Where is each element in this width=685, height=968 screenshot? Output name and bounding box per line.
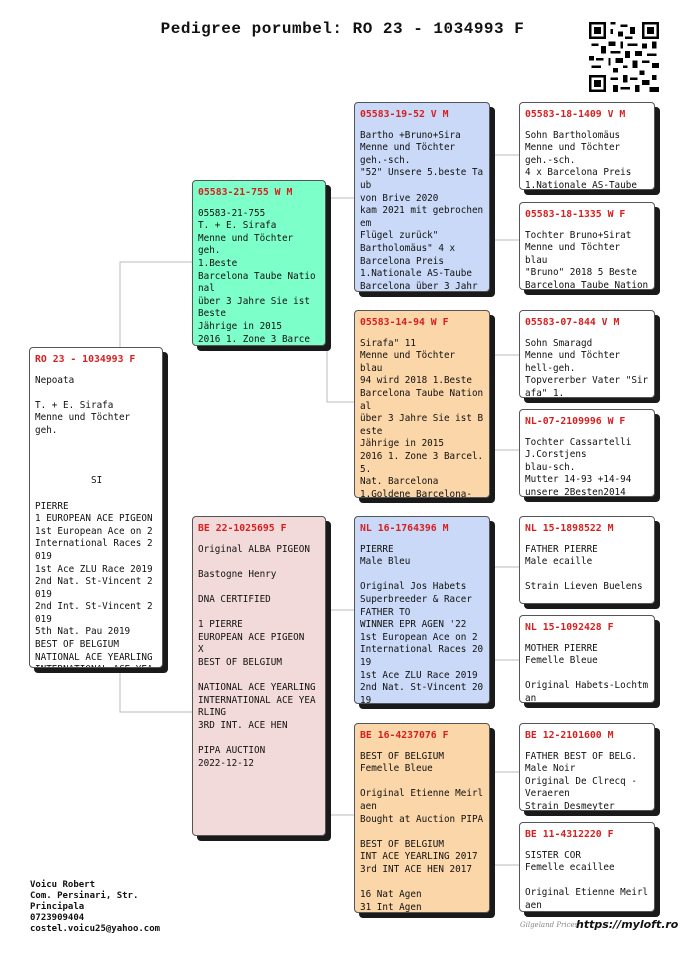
ring-number: 05583-14-94 W F — [360, 317, 449, 328]
pigeon-details: Nepoata T. + E. Sirafa Menne und Töchter… — [35, 374, 153, 667]
dam-dam-sire-card[interactable]: BE 12-2101600 M FATHER BEST OF BELG. Mal… — [519, 723, 655, 811]
qr-code-icon — [589, 22, 659, 92]
ring-number: 05583-21-755 W M — [198, 187, 293, 198]
dam-sire-sire-card[interactable]: NL 15-1898522 M FATHER PIERRE Male ecail… — [519, 516, 655, 604]
pigeon-details: Tochter Bruno+Sirat Menne und Töchter bl… — [525, 229, 649, 290]
site-link[interactable]: https://myloft.ro — [576, 918, 679, 931]
pigeon-details: PIERRE Male Bleu Original Jos Habets Sup… — [360, 543, 484, 704]
dam-dam-dam-card[interactable]: BE 11-4312220 F SISTER COR Femelle ecail… — [519, 822, 655, 912]
pigeon-details: Sohn Smaragd Menne und Töchter hell-geh.… — [525, 337, 649, 398]
pigeon-details: Sohn Bartholomäus Menne und Töchter geh.… — [525, 129, 637, 190]
owner-email: costel.voicu25@yahoo.com — [30, 924, 161, 934]
ring-number: 05583-19-52 V M — [360, 109, 449, 120]
signature-logo: Gilgeland Prices — [520, 921, 579, 929]
owner-address: Com. Persinari, Str. Principala — [30, 891, 139, 912]
dam-sire-dam-card[interactable]: NL 15-1092428 F MOTHER PIERRE Femelle Bl… — [519, 615, 655, 703]
pigeon-details: BEST OF BELGIUM Femelle Bleue Original E… — [360, 750, 484, 913]
owner-name: Voicu Robert — [30, 880, 96, 890]
pigeon-details: Sirafa" 11 Menne und Töchter blau 94 wir… — [360, 337, 484, 498]
dam-card[interactable]: BE 22-1025695 F Original ALBA PIGEON Bas… — [192, 516, 326, 836]
pigeon-details: 05583-21-755 T. + E. Sirafa Menne und Tö… — [198, 207, 316, 345]
main-pigeon-card[interactable]: RO 23 - 1034993 F Nepoata T. + E. Sirafa… — [29, 347, 163, 668]
owner-phone: 0723909404 — [30, 913, 85, 923]
pigeon-details: Tochter Cassartelli J.Corstjens blau-sch… — [525, 436, 632, 497]
ring-number: NL 16-1764396 M — [360, 523, 449, 534]
ring-number: 05583-18-1409 V M — [525, 109, 626, 120]
sire-sire-card[interactable]: 05583-19-52 V M Bartho +Bruno+Sira Menne… — [354, 102, 490, 292]
pigeon-details: FATHER BEST OF BELG. Male Noir Original … — [525, 750, 637, 811]
pigeon-details: Original ALBA PIGEON Bastogne Henry DNA … — [198, 543, 316, 769]
dam-sire-card[interactable]: NL 16-1764396 M PIERRE Male Bleu Origina… — [354, 516, 490, 704]
sire-card[interactable]: 05583-21-755 W M 05583-21-755 T. + E. Si… — [192, 180, 326, 346]
ring-number: BE 22-1025695 F — [198, 523, 287, 534]
ring-number: BE 16-4237076 F — [360, 730, 449, 741]
ring-number: NL 15-1898522 M — [525, 523, 614, 534]
owner-info: Voicu Robert Com. Persinari, Str. Princi… — [30, 880, 160, 935]
pigeon-details: SISTER COR Femelle ecaillee Original Eti… — [525, 849, 649, 911]
ring-number: BE 12-2101600 M — [525, 730, 614, 741]
ring-number: 05583-18-1335 W F — [525, 209, 626, 220]
pigeon-details: MOTHER PIERRE Femelle Bleue Original Hab… — [525, 642, 649, 703]
sire-sire-sire-card[interactable]: 05583-18-1409 V M Sohn Bartholomäus Menn… — [519, 102, 655, 190]
ring-number: RO 23 - 1034993 F — [35, 354, 136, 365]
sire-dam-sire-card[interactable]: 05583-07-844 V M Sohn Smaragd Menne und … — [519, 310, 655, 398]
ring-number: NL 15-1092428 F — [525, 622, 614, 633]
page-title: Pedigree porumbel: RO 23 - 1034993 F — [160, 20, 525, 38]
ring-number: 05583-07-844 V M — [525, 317, 620, 328]
ring-number: BE 11-4312220 F — [525, 829, 614, 840]
pigeon-details: Bartho +Bruno+Sira Menne und Töchter geh… — [360, 129, 484, 292]
sire-sire-dam-card[interactable]: 05583-18-1335 W F Tochter Bruno+Sirat Me… — [519, 202, 655, 290]
ring-number: NL-07-2109996 W F — [525, 416, 626, 427]
sire-dam-card[interactable]: 05583-14-94 W F Sirafa" 11 Menne und Töc… — [354, 310, 490, 498]
pigeon-details: FATHER PIERRE Male ecaille Strain Lieven… — [525, 543, 643, 593]
dam-dam-card[interactable]: BE 16-4237076 F BEST OF BELGIUM Femelle … — [354, 723, 490, 913]
sire-dam-dam-card[interactable]: NL-07-2109996 W F Tochter Cassartelli J.… — [519, 409, 655, 497]
